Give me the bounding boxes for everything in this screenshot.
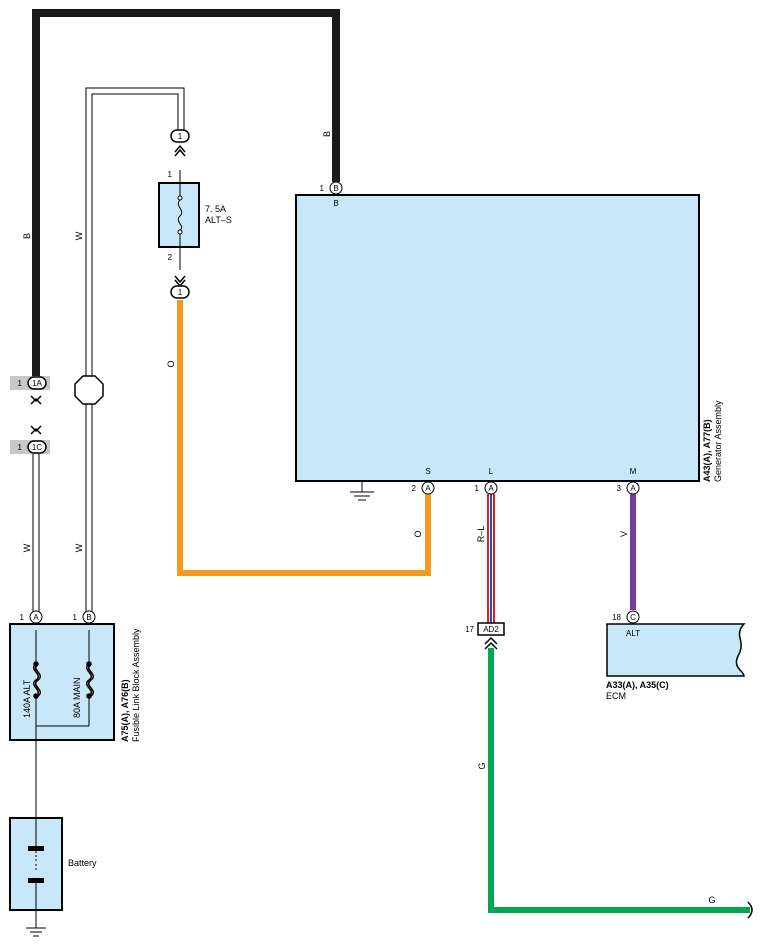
wire-label-g-left: G	[477, 762, 487, 769]
wire-label-rl: R–L	[476, 526, 486, 543]
fusible-pin-b-letter: B	[86, 613, 91, 622]
gen-pin-s-num: 2	[412, 484, 417, 493]
gen-pin-l-name: L	[489, 467, 494, 476]
wire-white-w-left	[32, 453, 40, 612]
wire-green-g-break	[747, 901, 753, 919]
gen-pin-s-connector[interactable]	[421, 481, 435, 495]
fuse-rating: 7. 5A	[205, 204, 226, 214]
ecm-label-parts: A33(A), A35(C)	[606, 680, 669, 690]
fuse-name: ALT–S	[205, 215, 232, 225]
generator-label-parts: A43(A), A77(B)	[702, 419, 712, 482]
battery-ground-icon	[26, 927, 46, 937]
fuse-140a-icon	[33, 661, 41, 699]
fuse-80a-label: 80A MAIN	[72, 677, 82, 718]
ecm-box[interactable]	[606, 623, 746, 677]
fuse-pin-top: 1	[168, 170, 173, 179]
fusible-link-block-box[interactable]	[9, 623, 115, 741]
fusible-pin-a-letter: A	[33, 613, 39, 622]
ecm-pin-num: 18	[612, 613, 621, 622]
fuse-80a-icon	[86, 661, 94, 699]
gen-pin-m-letter: A	[630, 484, 636, 493]
wire-label-b-left: B	[22, 233, 32, 239]
battery-icon	[28, 818, 44, 928]
junction-1a-chevron-icon	[30, 395, 42, 405]
fuse-bottom-connector[interactable]	[170, 285, 190, 299]
ecm-pin-c-connector[interactable]	[626, 610, 640, 624]
gen-pin-m-name: M	[630, 467, 637, 476]
fusible-pin-b-num: 1	[73, 613, 78, 622]
gen-pin-m-connector[interactable]	[626, 481, 640, 495]
gen-pin-b-letter: B	[333, 184, 338, 193]
ecm-pin-letter: C	[630, 613, 636, 622]
fusible-pin-b-connector[interactable]	[82, 610, 96, 624]
gen-pin-l-letter: A	[488, 484, 494, 493]
wire-label-b-top: B	[322, 131, 332, 137]
ad2-id: AD2	[483, 625, 499, 634]
junction-1c-num: 1	[18, 443, 23, 452]
fusible-internal-wiring	[35, 630, 90, 818]
fuse-top-connector[interactable]	[170, 129, 190, 143]
gen-pin-m-num: 3	[617, 484, 622, 493]
junction-1a-num: 1	[18, 379, 23, 388]
fuse-top-chevron-icon	[174, 144, 186, 157]
fuse-alt-s-icon	[177, 170, 183, 270]
ecm-label-name: ECM	[606, 691, 626, 701]
junction-1a-id: 1A	[32, 379, 42, 388]
wire-orange-o	[177, 300, 431, 576]
ad2-connector[interactable]	[477, 622, 505, 636]
gen-pin-b-name: B	[333, 199, 338, 208]
fusible-pin-a-num: 1	[20, 613, 25, 622]
gen-pin-s-letter: A	[425, 484, 431, 493]
wire-green-g	[488, 648, 750, 913]
battery-label: Battery	[68, 858, 97, 868]
gen-pin-b-connector[interactable]	[329, 181, 343, 195]
splice-octagon[interactable]	[74, 375, 104, 405]
wire-black-b	[32, 9, 340, 380]
gen-pin-l-num: 1	[475, 484, 480, 493]
fuse-bottom-conn-num: 1	[178, 288, 183, 297]
fuse-top-conn-num: 1	[178, 132, 183, 141]
fuse-alt-s-box[interactable]	[158, 182, 200, 248]
generator-assembly-box[interactable]	[295, 194, 700, 482]
wire-label-w-top: W	[74, 231, 84, 240]
ad2-chevron-icon	[484, 636, 498, 650]
junction-1c-connector[interactable]	[27, 440, 47, 454]
fusible-label-name: Fusible Link Block Assembly	[131, 628, 141, 742]
junction-1c-chevron-icon	[30, 425, 42, 435]
wire-label-g-bottom: G	[708, 895, 715, 905]
wire-white-w-mid	[85, 402, 93, 612]
wire-label-o-bottom: O	[413, 530, 423, 537]
fuse-140a-label: 140A ALT	[22, 679, 32, 718]
ecm-pin-name: ALT	[626, 629, 640, 638]
wire-label-v: V	[619, 531, 629, 537]
generator-label-name: Generator Assembly	[713, 400, 723, 482]
junction-1a-connector[interactable]	[27, 376, 47, 390]
junction-1c-id: 1C	[32, 443, 42, 452]
wire-label-w-mid: W	[74, 543, 84, 552]
fusible-label-parts: A75(A), A76(B)	[120, 679, 130, 742]
generator-ground-icon	[350, 481, 374, 501]
wire-red-blue-rl	[487, 494, 495, 623]
gen-pin-b-num: 1	[320, 184, 325, 193]
fuse-bottom-chevron-icon	[174, 275, 186, 288]
wire-label-w-left: W	[22, 543, 32, 552]
gen-pin-l-connector[interactable]	[484, 481, 498, 495]
wire-white-w-top	[85, 87, 185, 380]
fuse-pin-bottom: 2	[168, 253, 173, 262]
fusible-pin-a-connector[interactable]	[29, 610, 43, 624]
wire-label-o-left: O	[166, 360, 176, 367]
ad2-num: 17	[465, 625, 474, 634]
gen-pin-s-name: S	[425, 467, 430, 476]
